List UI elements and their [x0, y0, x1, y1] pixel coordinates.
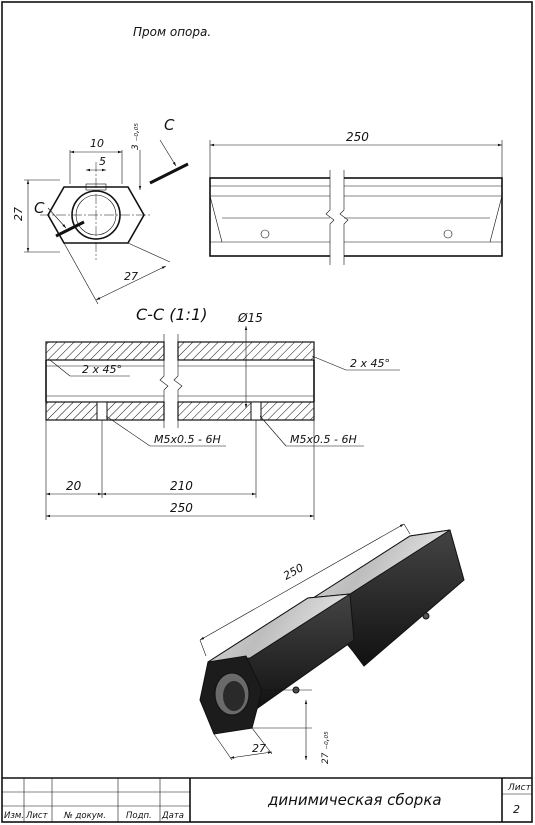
chamfer-left-label: 2 x 45°: [82, 363, 122, 376]
dim-5-label: 5: [99, 155, 106, 168]
tb-izm: Изм.: [4, 811, 24, 821]
bore-dim-label: Ø15: [237, 311, 263, 325]
dim-depth-label: 3 ₋₀,₀₅: [131, 123, 141, 150]
chamfer-left-leader: [49, 359, 71, 377]
tb-doc: № докум.: [63, 811, 106, 821]
thread-right-label: M5x0.5 - 6H: [290, 433, 357, 446]
section-mark-left: [55, 220, 85, 238]
iso-dim-width-ext-left: [213, 733, 233, 761]
iso-dim-width-label: 27: [252, 742, 266, 755]
tb-list: Лист: [25, 811, 49, 821]
dim-210-label: 210: [170, 479, 193, 493]
title-block: Изм. Лист № докум. Подп. Дата динимическ…: [2, 777, 532, 822]
iso-hole-far: [422, 612, 430, 620]
thread-left-leader: [105, 415, 151, 447]
side-view: 250: [209, 130, 503, 265]
iso-dim-length-line: [199, 523, 405, 641]
tb-sign: Подп.: [126, 811, 152, 821]
dim-af-ext-right: [127, 242, 171, 263]
section-break-right: [173, 334, 183, 428]
iso-bore-inner: [223, 681, 245, 711]
section-label-right: C: [164, 116, 175, 134]
top-slot: [85, 183, 107, 191]
dim-20-label: 20: [66, 479, 82, 493]
section-arrow-right: [159, 139, 177, 167]
section-title: C-C (1:1): [136, 305, 207, 324]
side-dim-label: 250: [346, 130, 369, 144]
iso-view: 250 27 27 ₋₀,₀₅: [199, 523, 465, 764]
chamfer-right-label: 2 x 45°: [350, 357, 390, 370]
section-view: C-C (1:1) Ø15 2 x 45° 2 x 45° M5x0.5 - 6…: [45, 305, 400, 520]
dim-af-ext-left: [63, 242, 99, 305]
side-chamfer-left: [209, 195, 223, 243]
break-gap: [330, 170, 344, 265]
tb-drawing-name: динимическая сборка: [267, 791, 442, 809]
break-line-right: [339, 170, 349, 265]
title-note: Пром опора.: [133, 25, 211, 39]
wall-top-left: [45, 341, 165, 361]
thread-hole-left: [96, 401, 108, 421]
chamfer-right-leader: [311, 355, 347, 371]
side-hole-left: [260, 229, 270, 239]
side-chamfer-right: [489, 195, 503, 243]
iso-dim-length-ext-right: [403, 523, 411, 535]
dim-af-line: [95, 265, 167, 301]
side-hole-right: [443, 229, 453, 239]
dim-27-label: 27: [12, 207, 25, 221]
section-break-left: [159, 334, 169, 428]
dim-10-label: 10: [90, 137, 104, 150]
iso-dim-length-ext-left: [199, 639, 207, 657]
side-outline: [209, 177, 503, 257]
dim-af-label: 27: [124, 270, 138, 283]
tb-sheet-number: 2: [513, 803, 520, 816]
front-view: 10 5 3 ₋₀,₀₅ 27 27 C C: [12, 116, 189, 305]
thread-left-label: M5x0.5 - 6H: [154, 433, 221, 446]
iso-dim-height-label: 27 ₋₀,₀₅: [321, 731, 331, 764]
thread-hole-right: [250, 401, 262, 421]
break-line-left: [325, 170, 335, 265]
dim-250-label: 250: [170, 501, 193, 515]
section-arrow-left: [47, 207, 67, 229]
section-mark-right: [149, 162, 189, 185]
tb-date: Дата: [161, 811, 184, 821]
tb-sheet-label: Лист: [507, 783, 532, 793]
iso-dim-length-label: 250: [281, 561, 306, 583]
section-label-left: C: [34, 199, 45, 217]
iso-dim-width-line: [229, 751, 273, 759]
thread-right-leader: [259, 415, 287, 447]
iso-dim-width-ext-right: [251, 727, 273, 755]
